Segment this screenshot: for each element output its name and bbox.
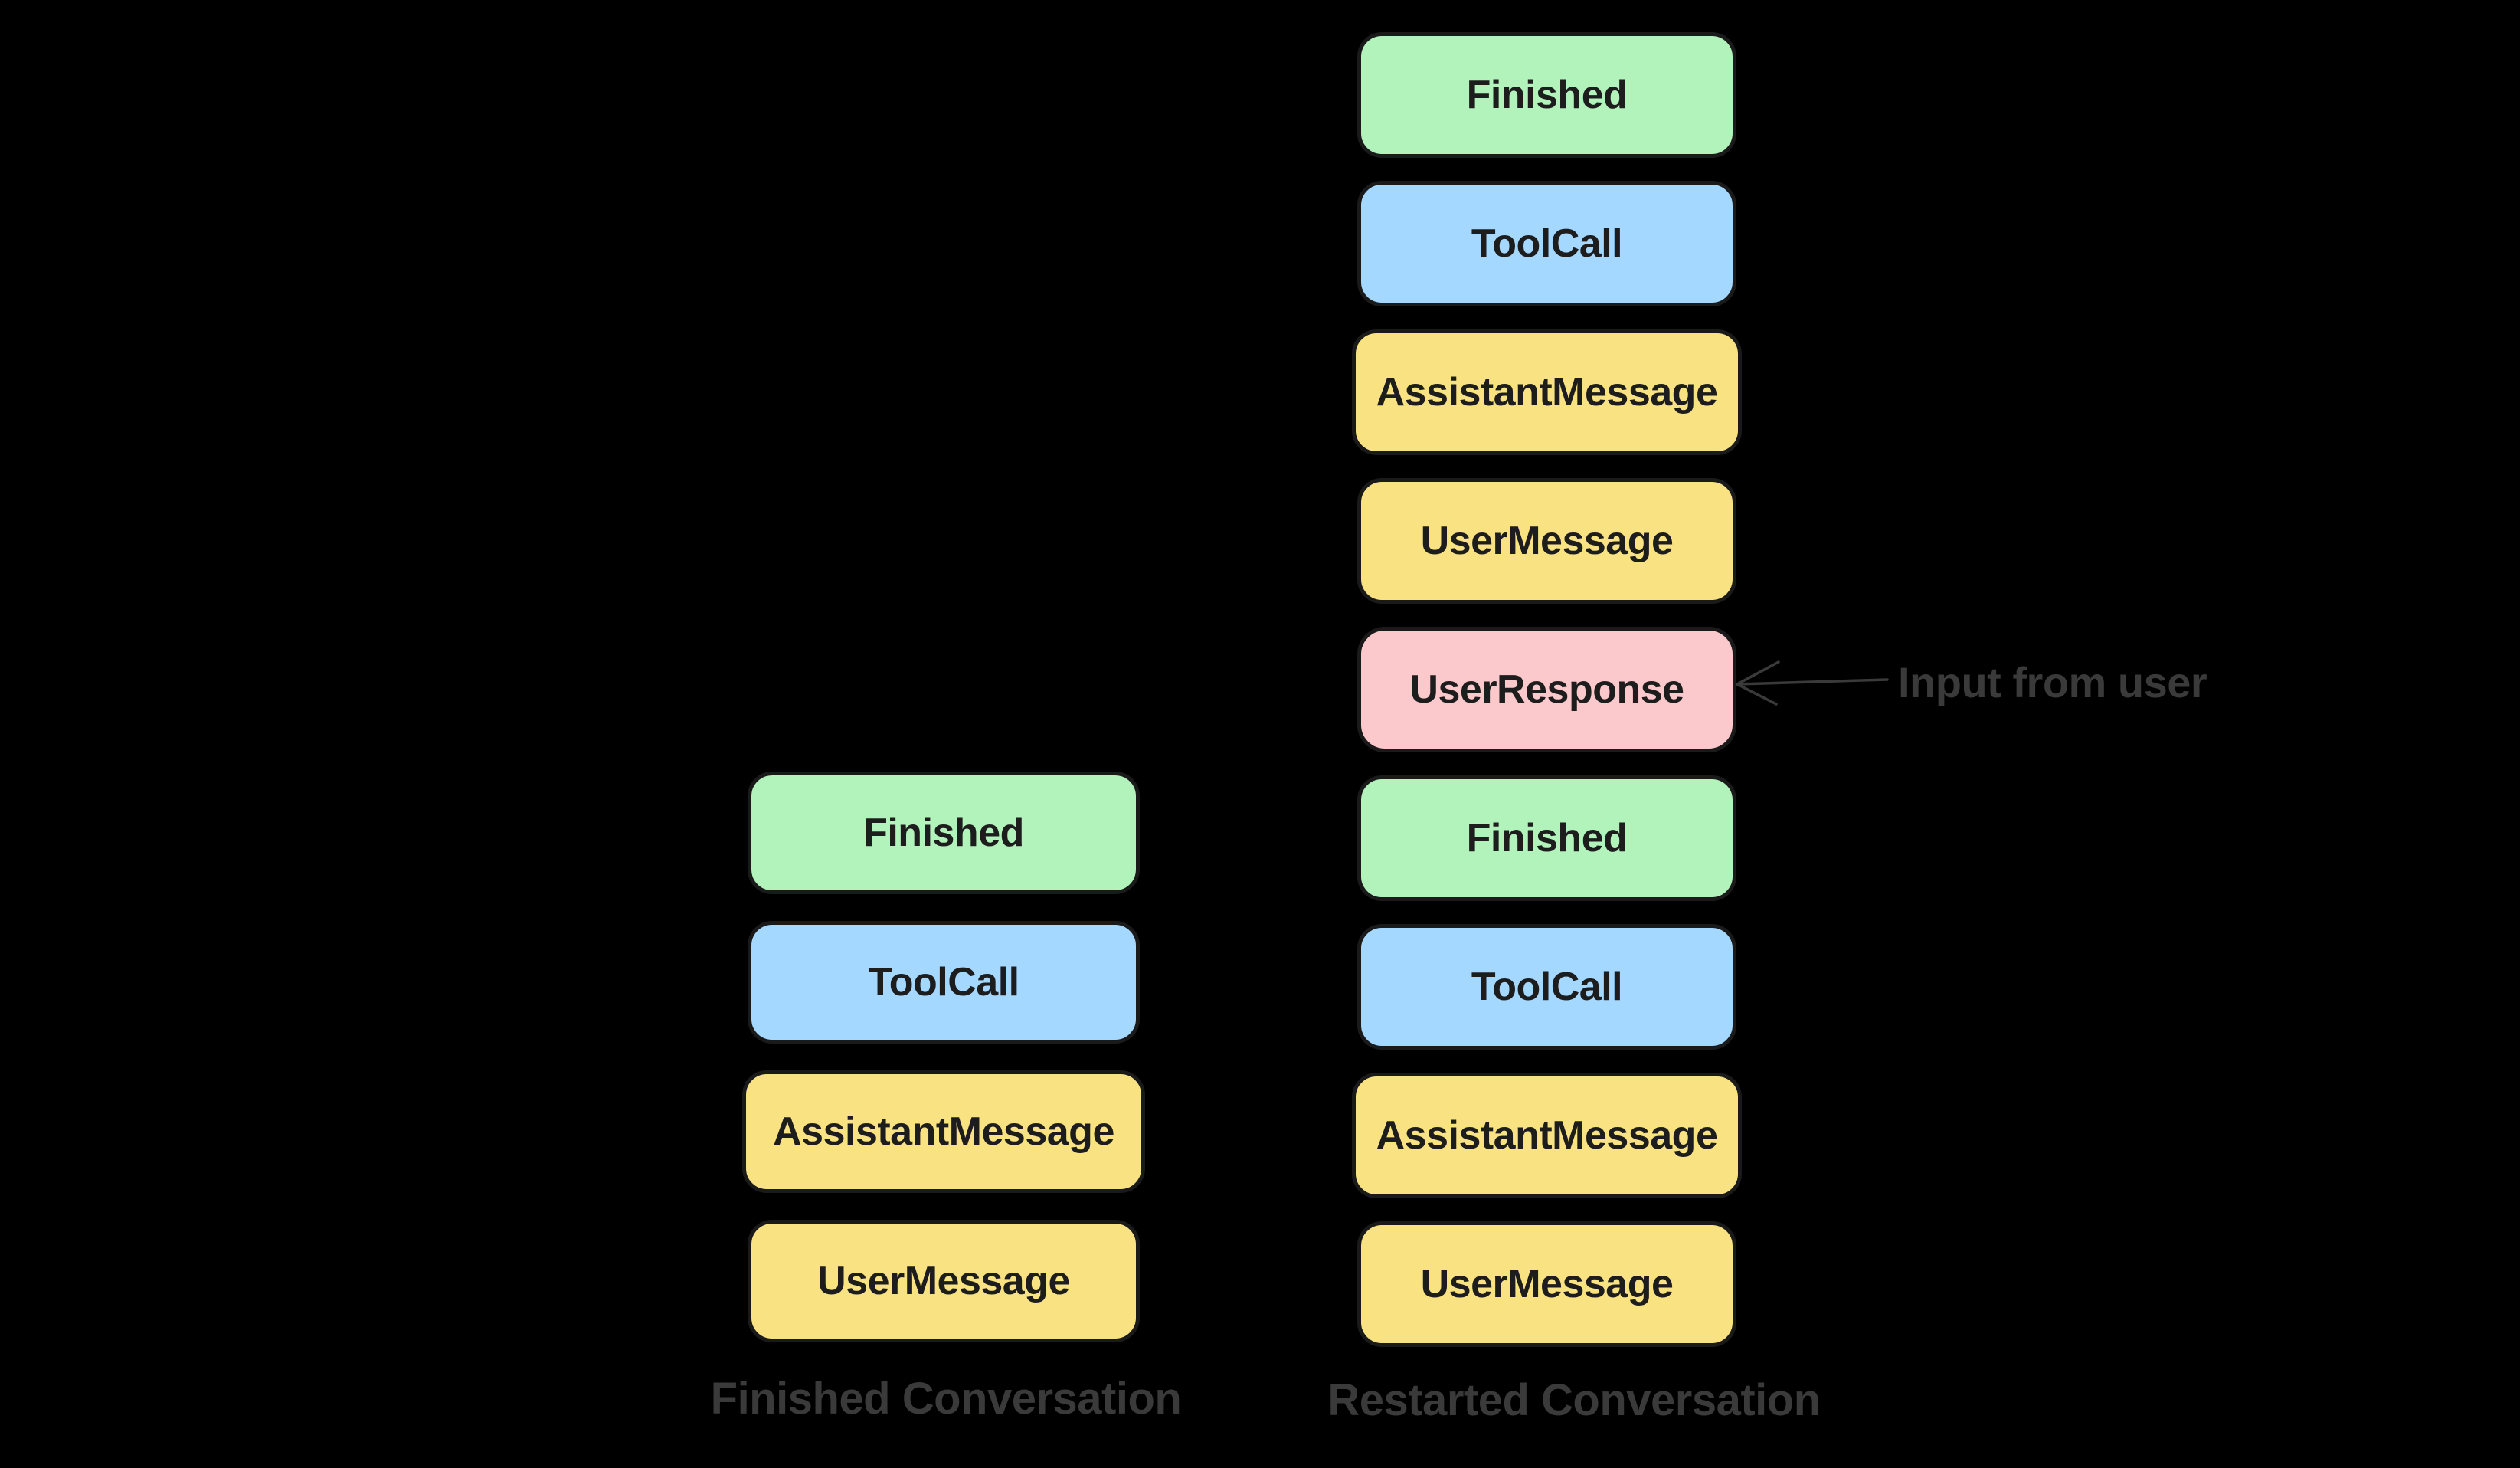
restarted-conversation-label: Restarted Conversation [1327, 1375, 1821, 1425]
input-from-user-annotation: Input from user [1898, 658, 2207, 706]
block-user-response: UserResponse [1357, 627, 1736, 752]
block-assistant-message: AssistantMessage [1352, 1073, 1742, 1198]
block-finished: Finished [1357, 32, 1736, 158]
block-user-message: UserMessage [1357, 478, 1736, 604]
block-assistant-message: AssistantMessage [1352, 329, 1742, 455]
block-assistant-message: AssistantMessage [742, 1070, 1145, 1193]
block-finished: Finished [748, 772, 1140, 894]
block-toolcall: ToolCall [748, 921, 1140, 1044]
block-toolcall: ToolCall [1357, 924, 1736, 1050]
block-user-message: UserMessage [1357, 1221, 1736, 1347]
block-user-message: UserMessage [748, 1220, 1140, 1342]
block-toolcall: ToolCall [1357, 181, 1736, 306]
finished-conversation-label: Finished Conversation [710, 1374, 1182, 1424]
finished-conversation-stack: Finished ToolCall AssistantMessage UserM… [742, 772, 1145, 1342]
restarted-conversation-stack: Finished ToolCall AssistantMessage UserM… [1352, 32, 1742, 1347]
block-finished: Finished [1357, 775, 1736, 901]
input-from-user-arrow-icon [1736, 660, 1889, 706]
